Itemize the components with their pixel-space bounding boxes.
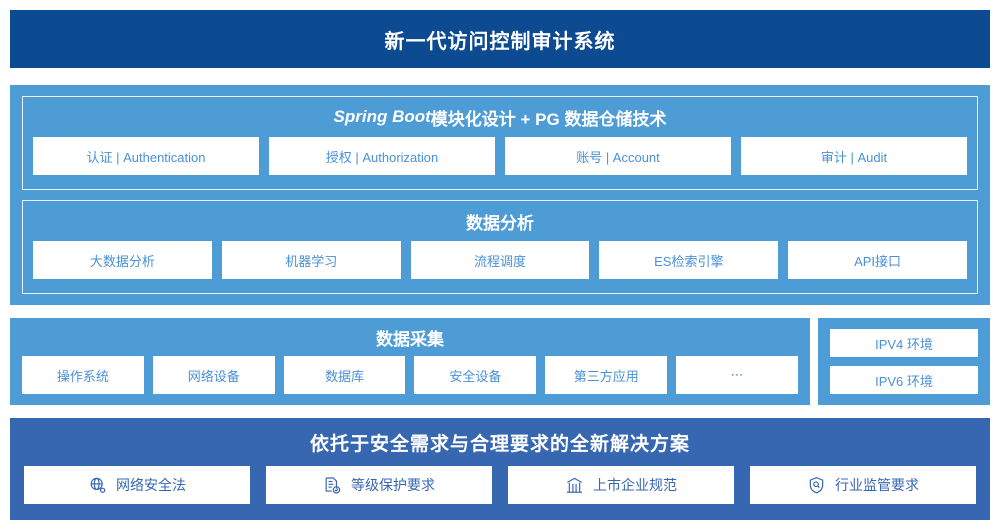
chip-more-ellipsis-label: ⋯ [730,367,744,382]
chip-audit-label: 审计 | Audit [820,149,888,165]
chip-process-scheduling[interactable]: 流程调度 [410,241,590,279]
chip-network-device[interactable]: 网络设备 [152,356,275,394]
chip-database[interactable]: 数据库 [283,356,406,394]
data-analysis-group-title: 数据分析 [466,213,534,233]
spring-boot-group-title: Spring Boot 模块化设计 + PG 数据仓储技术 [23,97,977,137]
chip-es-search-engine-label: ES检索引擎 [654,253,724,269]
chip-api-interface[interactable]: API接口 [788,241,967,279]
chip-ipv4-environment[interactable]: IPV4 环境 [830,329,978,357]
chip-network-device-label: 网络设备 [187,368,240,384]
spring-boot-title-rest: 模块化设计 + PG 数据仓储技术 [430,109,667,129]
data-analysis-group: 数据分析 大数据分析 机器学习 流程调度 ES检索引擎 API接口 [22,200,978,294]
chip-big-data-analysis[interactable]: 大数据分析 [33,241,212,279]
chip-audit[interactable]: 审计 | Audit [741,137,967,175]
chip-authorization[interactable]: 授权 | Authorization [269,137,495,175]
chip-process-scheduling-label: 流程调度 [473,253,526,269]
chip-machine-learning-label: 机器学习 [285,253,338,269]
data-collection-panel: 数据采集 操作系统 网络设备 数据库 安全设备 第三方应用 ⋯ [10,318,810,405]
solution-title: 依托于安全需求与合理要求的全新解决方案 [309,433,690,455]
chip-big-data-analysis-label: 大数据分析 [89,253,155,269]
platform-stack-panel: Spring Boot 模块化设计 + PG 数据仓储技术 认证 | Authe… [10,85,990,305]
chip-classified-protection[interactable]: 等级保护要求 [266,466,492,504]
chip-security-device[interactable]: 安全设备 [414,356,537,394]
chip-industry-regulation-label: 行业监管要求 [835,477,919,493]
chip-cybersecurity-law-label: 网络安全法 [116,477,186,493]
chip-api-interface-label: API接口 [854,253,902,269]
chip-machine-learning[interactable]: 机器学习 [221,241,401,279]
chip-listed-company-standard[interactable]: 上市企业规范 [508,466,734,504]
document-check-icon [323,476,342,495]
chip-account[interactable]: 账号 | Account [505,137,731,175]
chip-industry-regulation[interactable]: 行业监管要求 [750,466,976,504]
chip-authentication-label: 认证 | Authentication [86,149,206,165]
environment-panel: IPV4 环境 IPV6 环境 [818,318,990,405]
chip-operating-system-label: 操作系统 [56,368,109,384]
chip-database-label: 数据库 [325,368,365,384]
data-collection-chip-row: 操作系统 网络设备 数据库 安全设备 第三方应用 ⋯ [10,356,810,394]
chip-listed-company-standard-label: 上市企业规范 [593,477,677,493]
globe-network-icon [88,476,107,495]
chip-authorization-label: 授权 | Authorization [325,149,439,165]
chip-cybersecurity-law[interactable]: 网络安全法 [24,466,250,504]
page-header: 新一代访问控制审计系统 [10,10,990,68]
bank-building-icon [565,476,584,495]
chip-es-search-engine[interactable]: ES检索引擎 [599,241,779,279]
chip-ipv4-environment-label: IPV4 环境 [875,336,933,352]
solution-chip-row: 网络安全法 等级保护要求 [10,466,990,504]
spring-boot-title-italic: Spring Boot [333,107,431,126]
solution-panel: 依托于安全需求与合理要求的全新解决方案 网络安全法 [10,418,990,520]
chip-third-party-app[interactable]: 第三方应用 [545,356,668,394]
chip-classified-protection-label: 等级保护要求 [351,477,435,493]
chip-authentication[interactable]: 认证 | Authentication [33,137,259,175]
chip-security-device-label: 安全设备 [449,368,502,384]
data-analysis-chip-row: 大数据分析 机器学习 流程调度 ES检索引擎 API接口 [23,241,977,279]
spring-boot-chip-row: 认证 | Authentication 授权 | Authorization 账… [23,137,977,175]
chip-more-ellipsis[interactable]: ⋯ [676,356,798,394]
data-collection-title: 数据采集 [376,329,444,349]
environment-chip-list: IPV4 环境 IPV6 环境 [818,318,990,405]
chip-operating-system[interactable]: 操作系统 [22,356,144,394]
chip-account-label: 账号 | Account [576,149,660,165]
chip-third-party-app-label: 第三方应用 [573,368,639,384]
shield-search-icon [807,476,826,495]
chip-ipv6-environment-label: IPV6 环境 [875,373,933,389]
chip-ipv6-environment[interactable]: IPV6 环境 [830,366,978,394]
page-title: 新一代访问控制审计系统 [384,30,616,53]
spring-boot-group: Spring Boot 模块化设计 + PG 数据仓储技术 认证 | Authe… [22,96,978,190]
